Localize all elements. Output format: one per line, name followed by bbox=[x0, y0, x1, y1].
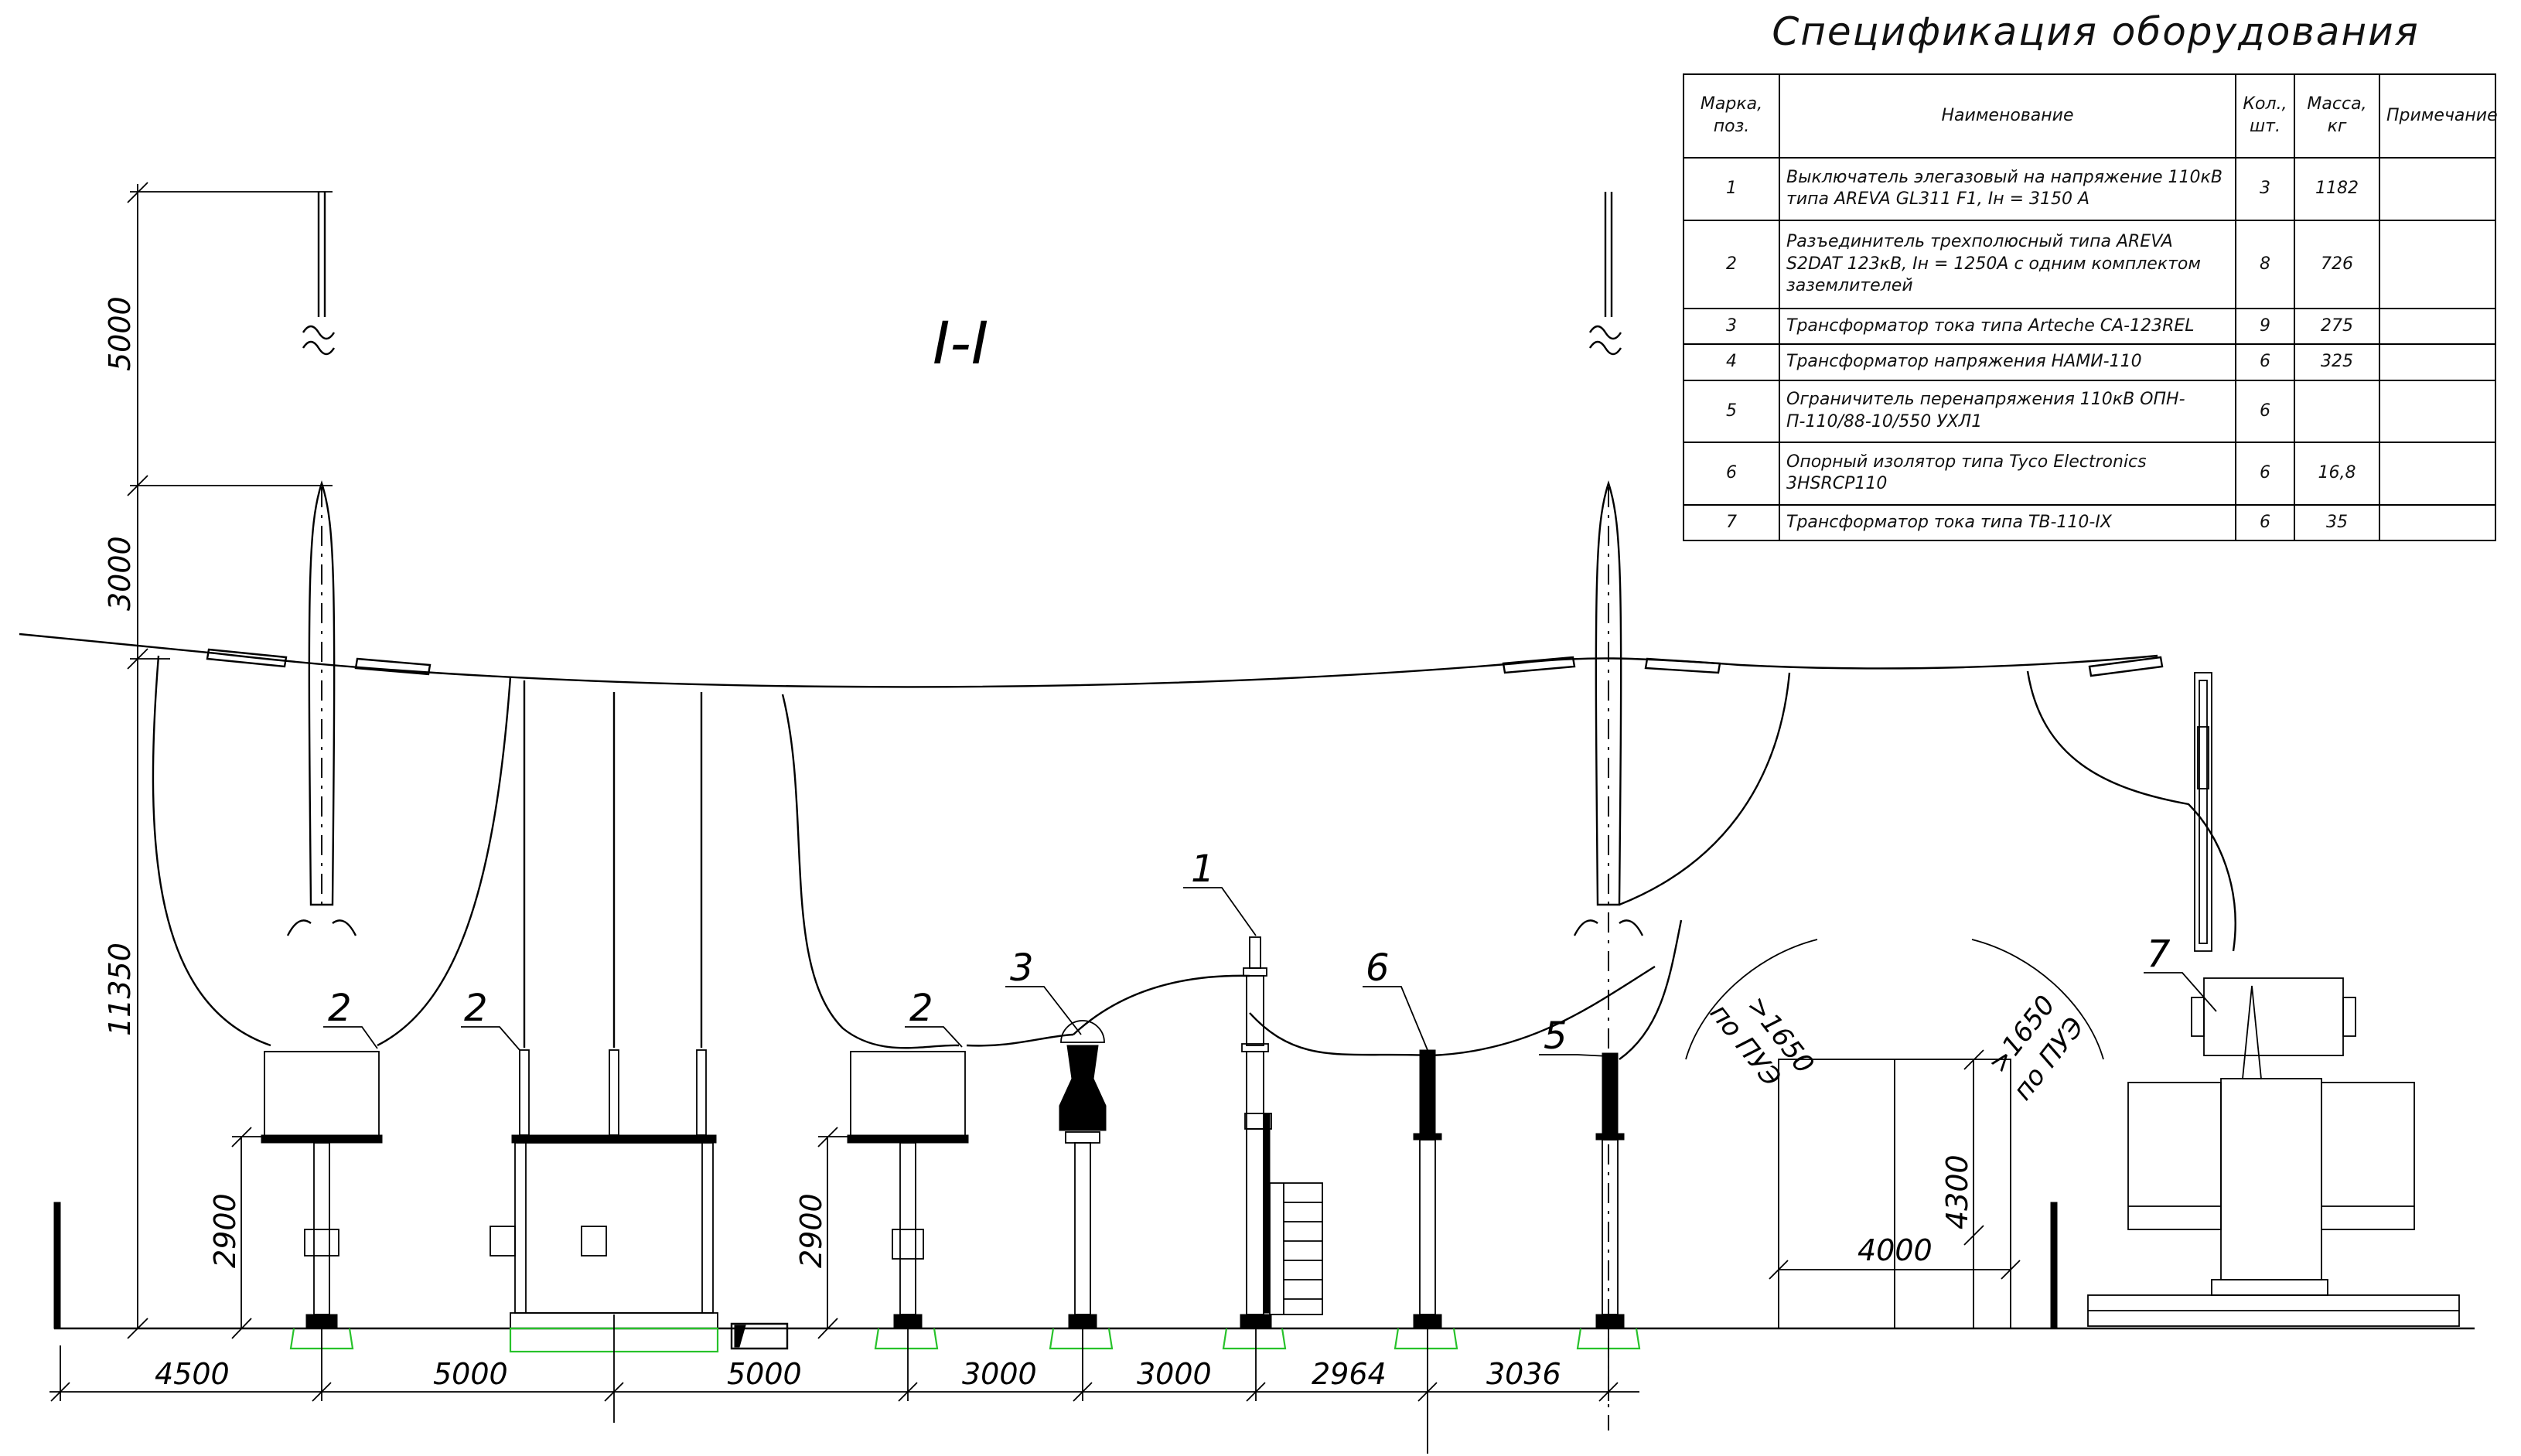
spec-cell-pos: 7 bbox=[1683, 503, 1780, 542]
dim-2964: 2964 bbox=[1312, 1357, 1387, 1391]
spec-cell-qty: 9 bbox=[2235, 308, 2295, 346]
spec-cell-mass: 325 bbox=[2294, 343, 2380, 381]
spec-cell-note bbox=[2379, 157, 2496, 221]
spec-cell-mass: 1182 bbox=[2294, 157, 2380, 221]
flexible-droppers bbox=[152, 655, 2236, 1060]
overhead-busbar bbox=[19, 633, 2158, 688]
spec-cell-note bbox=[2379, 379, 2496, 444]
dim-3000-a: 3000 bbox=[962, 1357, 1037, 1391]
header-name: Наименование bbox=[1779, 73, 2236, 159]
circuit-breaker bbox=[1240, 936, 1323, 1329]
spec-cell-mass: 35 bbox=[2294, 503, 2380, 542]
lightning-mast-right bbox=[1573, 192, 1644, 1430]
spec-header-row: Марка, поз. Наименование Кол., шт. Масса… bbox=[1683, 73, 2498, 159]
spec-cell-name: Трансформатор напряжения НАМИ-110 bbox=[1779, 343, 2236, 381]
dim-2900-left: 2900 bbox=[208, 1193, 242, 1268]
header-note: Примечание bbox=[2379, 73, 2498, 159]
position-label-disconnector-2: 2 bbox=[464, 987, 488, 1030]
dim-2900-right: 2900 bbox=[794, 1193, 828, 1268]
spec-cell-qty: 6 bbox=[2235, 442, 2295, 506]
spec-cell-note bbox=[2379, 308, 2496, 346]
power-transformer bbox=[2087, 672, 2460, 1327]
spec-cell-mass bbox=[2294, 379, 2380, 444]
spec-cell-qty: 6 bbox=[2235, 343, 2295, 381]
position-leaders bbox=[323, 887, 2217, 1057]
spec-cell-note bbox=[2379, 343, 2496, 381]
spec-table: Марка, поз. Наименование Кол., шт. Масса… bbox=[1683, 73, 2498, 542]
spec-cell-qty: 8 bbox=[2235, 219, 2295, 310]
dim-5000-b: 5000 bbox=[727, 1357, 802, 1391]
strain-insulators bbox=[206, 648, 2164, 677]
spec-cell-mass: 16,8 bbox=[2294, 442, 2380, 506]
lightning-mast-left bbox=[286, 192, 357, 936]
spec-cell-mass: 275 bbox=[2294, 308, 2380, 346]
spec-cell-name: Трансформатор тока типа ТВ-110-IX bbox=[1779, 503, 2236, 542]
dim-4300-building: 4300 bbox=[1940, 1154, 1974, 1229]
spec-cell-name: Выключатель элегазовый на напряжение 110… bbox=[1779, 157, 2236, 221]
dim-3000-vertical: 3000 bbox=[103, 536, 137, 611]
spec-cell-name: Опорный изолятор типа Tyco Electronics 3… bbox=[1779, 442, 2236, 506]
vertical-dimensions bbox=[127, 182, 1984, 1339]
spec-cell-name: Ограничитель перенапряжения 110кВ ОПН-П-… bbox=[1779, 379, 2236, 444]
spec-cell-pos: 1 bbox=[1683, 157, 1780, 221]
dim-5000-vertical: 5000 bbox=[103, 296, 137, 371]
spec-cell-note bbox=[2379, 442, 2496, 506]
dim-3036: 3036 bbox=[1486, 1357, 1561, 1391]
spec-cell-qty: 3 bbox=[2235, 157, 2295, 221]
spec-cell-note bbox=[2379, 219, 2496, 310]
header-mark: Марка, поз. bbox=[1683, 73, 1780, 159]
spec-cell-pos: 3 bbox=[1683, 308, 1780, 346]
position-label-surge-arrester: 5 bbox=[1544, 1014, 1568, 1058]
dim-5000-a: 5000 bbox=[433, 1357, 508, 1391]
disconnector-1 bbox=[261, 1051, 383, 1329]
spec-cell-pos: 5 bbox=[1683, 379, 1780, 444]
header-qty: Кол., шт. bbox=[2235, 73, 2295, 159]
spec-cell-name: Трансформатор тока типа Arteche CA-123RE… bbox=[1779, 308, 2236, 346]
disconnector-2 bbox=[490, 1049, 718, 1329]
spec-cell-qty: 6 bbox=[2235, 503, 2295, 542]
spec-cell-pos: 2 bbox=[1683, 219, 1780, 310]
section-label: I-I bbox=[933, 309, 988, 377]
position-label-current-transformer: 3 bbox=[1010, 946, 1034, 990]
position-label-disconnector-1: 2 bbox=[328, 987, 352, 1030]
fence-post-left bbox=[53, 1202, 61, 1329]
spec-cell-mass: 726 bbox=[2294, 219, 2380, 310]
spec-cell-name: Разъединитель трехполюсный типа AREVA S2… bbox=[1779, 219, 2236, 310]
position-label-circuit-breaker: 1 bbox=[1191, 847, 1215, 891]
dim-4500: 4500 bbox=[155, 1357, 230, 1391]
dim-11350-vertical: 11350 bbox=[103, 943, 137, 1036]
horizontal-dimensions bbox=[49, 1260, 2021, 1454]
current-transformer bbox=[1059, 1020, 1107, 1329]
surge-arrester bbox=[1595, 1052, 1625, 1329]
control-building bbox=[1685, 939, 2104, 1329]
position-label-ct-tv110: 7 bbox=[2147, 933, 2171, 976]
spec-cell-note bbox=[2379, 503, 2496, 542]
support-insulator bbox=[1413, 1049, 1442, 1329]
spec-cell-pos: 6 bbox=[1683, 442, 1780, 506]
spec-cell-qty: 6 bbox=[2235, 379, 2295, 444]
fence-post-right bbox=[2050, 1202, 2058, 1329]
spec-cell-pos: 4 bbox=[1683, 343, 1780, 381]
position-label-disconnector-3: 2 bbox=[909, 987, 933, 1030]
foundations bbox=[289, 1327, 1641, 1353]
header-mass: Масса, кг bbox=[2294, 73, 2380, 159]
spec-title: Спецификация оборудования bbox=[1772, 9, 2420, 54]
position-label-support-insulator: 6 bbox=[1366, 946, 1390, 990]
dim-4000-building: 4000 bbox=[1857, 1233, 1933, 1267]
cable-box bbox=[730, 1322, 789, 1350]
disconnector-3 bbox=[847, 1051, 969, 1329]
dim-3000-b: 3000 bbox=[1137, 1357, 1212, 1391]
